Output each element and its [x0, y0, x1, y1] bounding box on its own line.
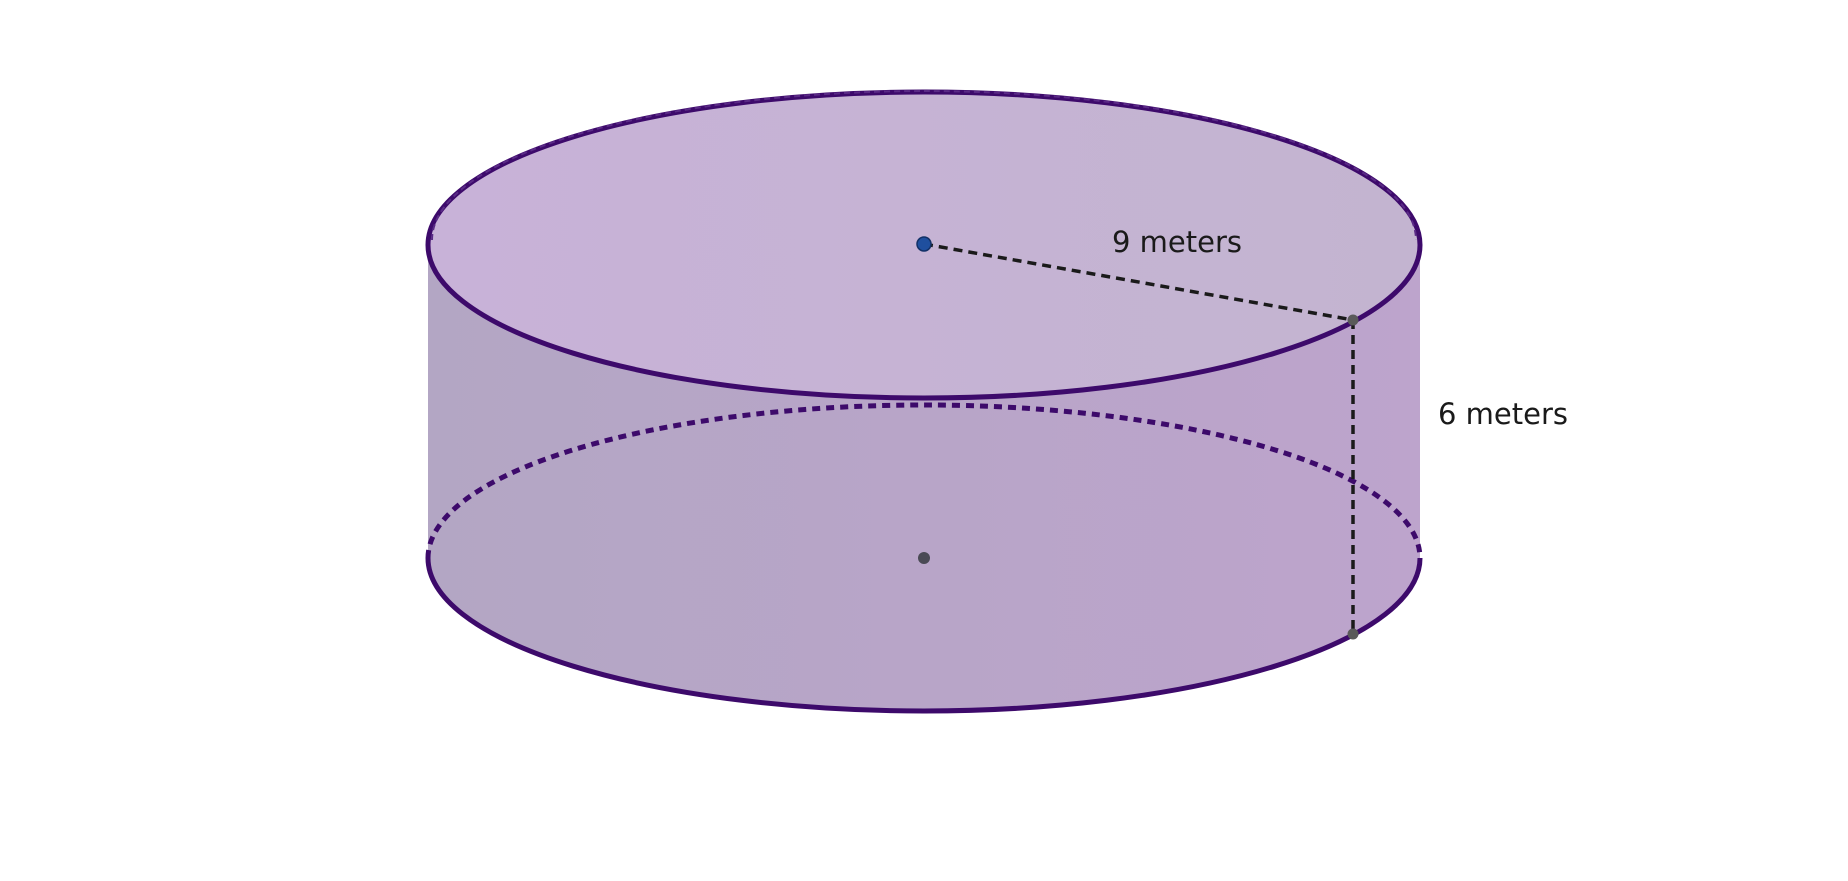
top-edge-point [1347, 314, 1359, 326]
bottom-front-edge [425, 557, 1423, 714]
radius-label: 9 meters [1112, 225, 1243, 259]
radius-line [923, 242, 1354, 322]
height-label: 6 meters [1438, 397, 1569, 431]
top-back-dashed-edge [431, 90, 1417, 241]
bottom-edge-point [1347, 628, 1359, 640]
bottom-center-point [918, 552, 930, 564]
bottom-back-edge [425, 402, 1423, 559]
top-center-point [916, 236, 932, 252]
